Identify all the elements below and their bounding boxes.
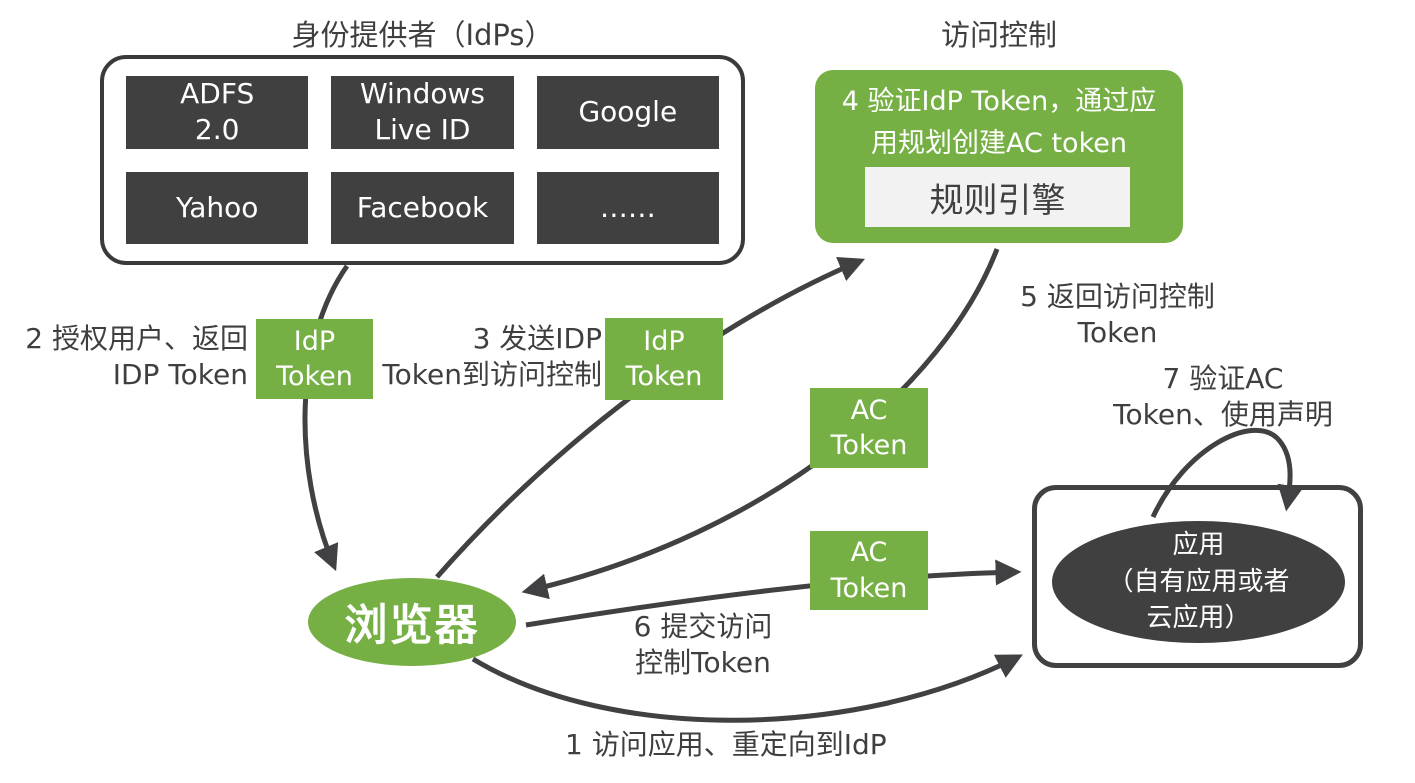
idp-box-windows-live-id: Windows Live ID xyxy=(331,76,514,149)
idp-token-badge-mid: IdP Token xyxy=(605,318,723,400)
ac-token-badge-upper: AC Token xyxy=(810,388,928,468)
step6-label: 6 提交访问 控制Token xyxy=(633,610,773,679)
step7-label: 7 验证AC Token、使用声明 xyxy=(1113,362,1333,431)
idps-group-box: ADFS 2.0 Windows Live ID Google Yahoo Fa… xyxy=(100,55,745,265)
rule-engine-box: 规则引擎 xyxy=(865,167,1130,227)
arrow-step1-browser-to-app xyxy=(471,654,1023,723)
arrow-step6-browser-to-app xyxy=(525,559,1022,628)
step1-label: 1 访问应用、重定向到IdP xyxy=(565,728,887,761)
application-ellipse: 应用 （自有应用或者 云应用） xyxy=(1052,521,1345,643)
arrow-step3-browser-to-access-control xyxy=(435,256,866,579)
browser-ellipse: 浏览器 xyxy=(308,578,516,666)
access-control-box: 4 验证IdP Token，通过应 用规划创建AC token 规则引擎 xyxy=(815,70,1183,243)
idp-box-google: Google xyxy=(536,76,719,149)
ac-token-badge-lower: AC Token xyxy=(810,531,928,610)
idp-box-facebook: Facebook xyxy=(331,171,514,244)
step5-label: 5 返回访问控制 Token xyxy=(1020,280,1215,349)
idp-box-adfs: ADFS 2.0 xyxy=(126,76,309,149)
access-control-title: 访问控制 xyxy=(940,18,1057,52)
arrow-step7-app-self-loop xyxy=(1150,427,1304,519)
step4-label: 4 验证IdP Token，通过应 用规划创建AC token xyxy=(841,86,1157,159)
idp-box-others: …… xyxy=(536,171,719,244)
arrow-step2-idps-to-browser xyxy=(302,264,350,572)
idps-group-title: 身份提供者（IdPs） xyxy=(291,18,554,52)
step2-label: 2 授权用户、返回 IDP Token xyxy=(25,322,248,391)
idp-token-badge-left: IdP Token xyxy=(256,319,373,399)
step3-label: 3 发送IDP Token到访问控制 xyxy=(382,322,602,391)
idp-box-yahoo: Yahoo xyxy=(126,171,309,244)
application-outer-box xyxy=(1032,485,1363,668)
